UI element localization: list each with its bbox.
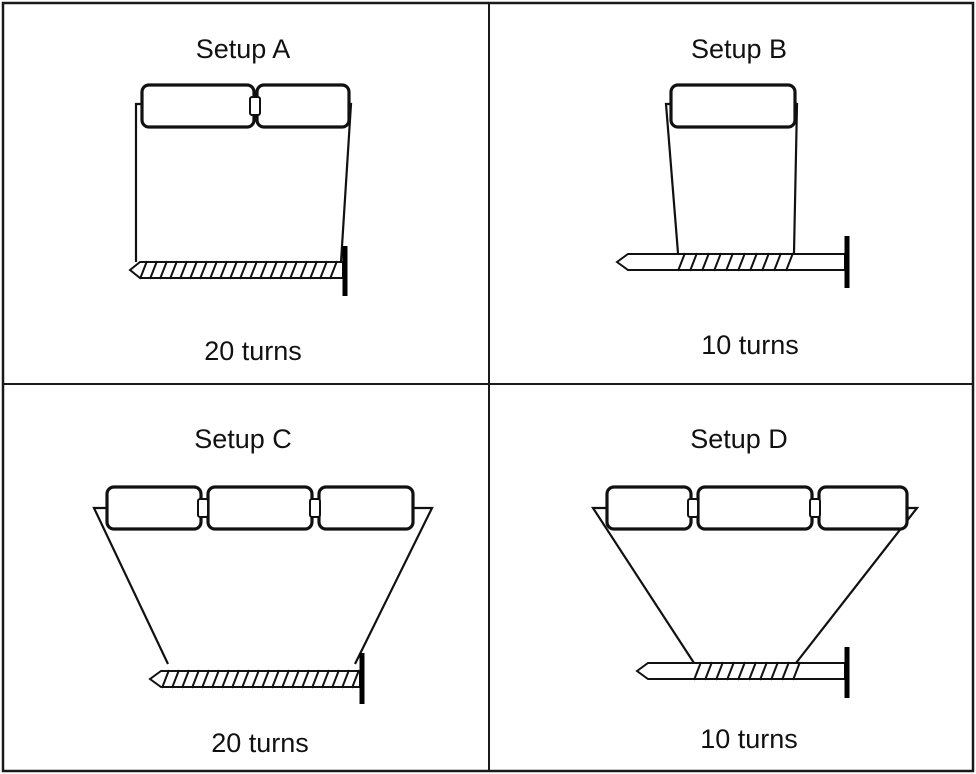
setup-c-turns-label: 20 turns [211,728,309,758]
setup-c-battery-3 [317,485,415,531]
setup-d-battery-1 [605,485,693,531]
setup-d-right-wire [795,506,920,664]
setup-c-panel: Setup C 20 turns [92,424,434,758]
setup-d-panel: Setup D 10 turns [590,424,920,754]
setup-a-coil [139,260,338,280]
setup-a-battery-2 [255,83,351,129]
setup-a-panel: Setup A 20 turns [128,34,353,366]
setup-d-turns-label: 10 turns [700,724,798,754]
setup-c-coil [161,669,360,689]
setup-d-battery-3 [817,485,909,531]
setup-b-right-wire [792,102,799,254]
setup-d-nail [635,647,850,698]
setup-c-title: Setup C [194,424,292,454]
setup-d-coil [693,661,801,681]
setup-c-battery-joint-1 [197,498,209,518]
setup-d-title: Setup D [690,424,788,454]
setup-a-battery-1 [140,83,256,129]
setup-a-turns-label: 20 turns [204,336,302,366]
setup-a-title: Setup A [196,34,291,64]
setup-b-battery-1 [669,83,797,129]
setup-c-left-wire [92,506,169,665]
setup-a-nail [128,246,348,296]
setup-c-battery-joint-2 [309,498,321,518]
setup-b-turns-label: 10 turns [701,330,799,360]
setup-d-left-wire [590,506,695,664]
setup-b-coil [677,252,794,272]
setup-d-battery-2 [696,485,814,531]
setup-b-nail [615,236,850,288]
setup-c-right-wire [354,506,434,665]
setup-b-panel: Setup B 10 turns [615,34,850,360]
setup-d-battery-joint-2 [809,498,821,518]
setup-b-title: Setup B [691,34,787,64]
setup-c-battery-1 [105,485,203,531]
setup-c-battery-2 [206,485,314,531]
setup-d-battery-joint-1 [687,498,699,518]
setup-a-battery-joint [249,96,261,116]
setup-c-nail [148,653,365,704]
setup-a-left-wire [134,102,144,262]
